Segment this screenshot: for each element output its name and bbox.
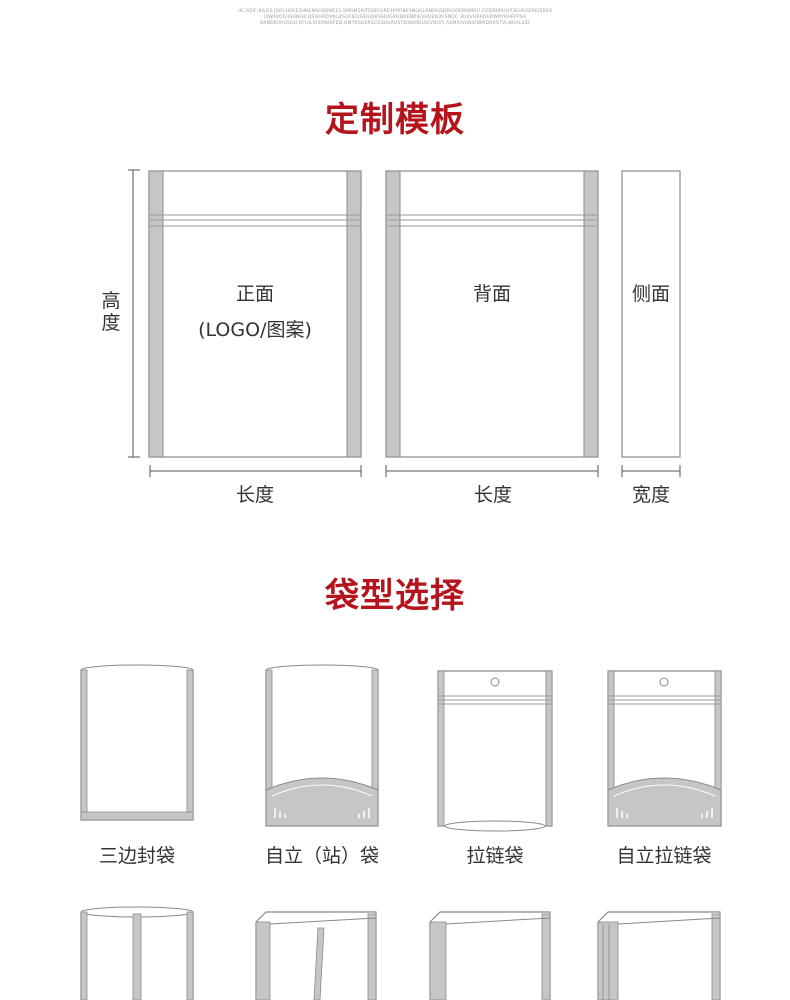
back-panel <box>385 170 599 458</box>
side-panel <box>621 170 681 458</box>
front-sublabel: (LOGO/图案) <box>198 319 312 341</box>
bag-label-stand-up-pouch: 自立（站）袋 <box>264 845 379 867</box>
flat-bottom-bag-icon <box>429 911 551 1000</box>
stand-up-pouch-icon <box>265 664 379 827</box>
fine-print-line-1: UC,REIF,KILOS,JSIO,HEKE5HNENSHSRNR1S,SMR… <box>237 9 553 14</box>
center-seal-bag-icon <box>80 906 194 1000</box>
front-label: 正面 <box>235 283 274 305</box>
length-dimension-line-1 <box>149 465 362 477</box>
side-label: 侧面 <box>631 283 670 305</box>
bag-type-illustrations <box>80 664 722 1000</box>
length-label-1: 长度 <box>235 484 274 506</box>
template-section-title: 定制模板 <box>325 100 465 140</box>
bag-label-three-side-seal: 三边封袋 <box>98 845 175 867</box>
template-diagram <box>128 169 681 477</box>
fine-print-line-2: I3WAVOIUISHNGK,DSGHRDVKGXSUFJEUGEIUJIRSS… <box>263 15 527 20</box>
width-label: 宽度 <box>631 484 670 506</box>
eight-side-seal-bag-icon <box>597 911 721 1000</box>
zipper-bag-icon <box>437 670 553 832</box>
front-panel <box>148 170 362 458</box>
stand-up-zipper-pouch-icon <box>607 670 722 827</box>
bag-label-zipper-bag: 拉链袋 <box>466 845 524 867</box>
width-dimension-line <box>621 465 681 477</box>
height-dimension-line <box>128 169 140 458</box>
fine-print-line-3: KRNDKIRIUSOU,RFIULRISONIRFED,GMTRSUERSCS… <box>260 21 530 26</box>
height-label: 高度 <box>101 290 121 334</box>
length-label-2: 长度 <box>473 484 512 506</box>
back-label: 背面 <box>472 283 511 305</box>
length-dimension-line-2 <box>385 465 599 477</box>
bag-type-section-title: 袋型选择 <box>325 576 465 616</box>
bag-label-stand-up-zipper-pouch: 自立拉链袋 <box>616 845 712 867</box>
three-side-seal-bag-icon <box>80 664 194 821</box>
side-gusset-bag-icon <box>255 911 377 1000</box>
